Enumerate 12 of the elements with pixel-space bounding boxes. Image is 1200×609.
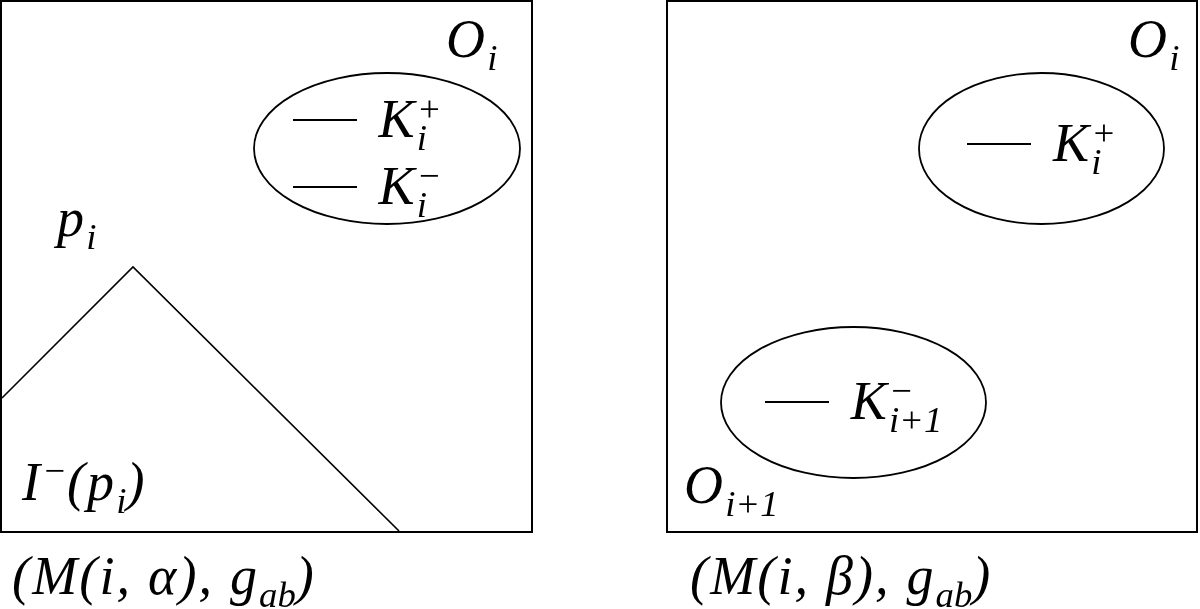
region-label: I$^{−}$(p$_{i}$)	[22, 451, 147, 514]
region-ellipse	[720, 326, 987, 479]
light-cone-region	[2, 267, 399, 531]
diagram-panel	[0, 0, 533, 533]
panel-label: (M(i, α), g$_{ab}$)	[12, 545, 316, 608]
region-ellipse	[253, 72, 521, 225]
region-ellipse	[918, 72, 1165, 225]
region-label: O$_{i+1}$	[684, 454, 779, 517]
diagram-panel	[666, 0, 1198, 533]
region-label: O$_{i}$	[1128, 8, 1180, 71]
panel-label: (M(i, β), g$_{ab}$)	[690, 545, 993, 608]
region-label: O$_{i}$	[446, 8, 498, 71]
